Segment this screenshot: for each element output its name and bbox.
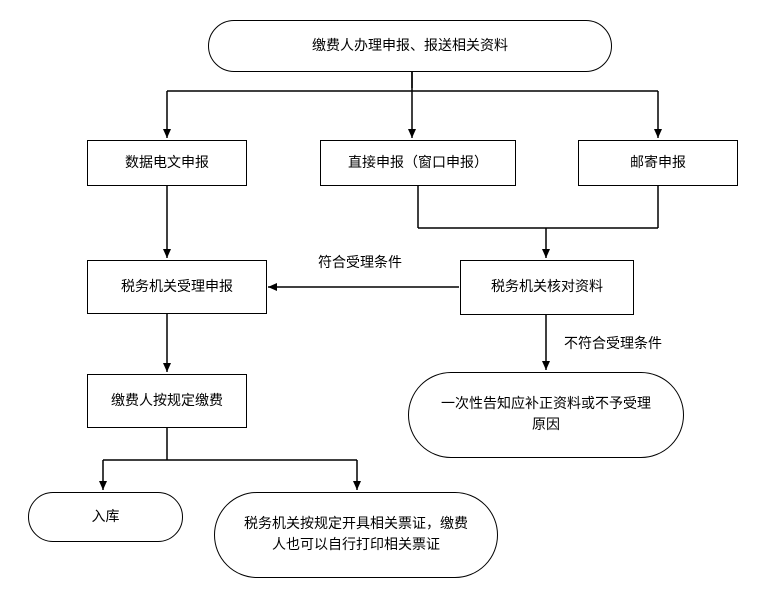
payment-box: 缴费人按规定缴费	[87, 374, 247, 428]
electronic-filing-box: 数据电文申报	[87, 140, 247, 186]
storage-node: 入库	[28, 492, 183, 542]
start-node: 缴费人办理申报、报送相关资料	[208, 20, 612, 72]
notify-node: 一次性告知应补正资料或不予受理原因	[408, 372, 684, 458]
direct-filing-box: 直接申报（窗口申报）	[320, 140, 516, 186]
not-meets-conditions-label: 不符合受理条件	[564, 336, 662, 352]
meets-conditions-label: 符合受理条件	[318, 255, 402, 271]
mail-filing-box: 邮寄申报	[578, 140, 738, 186]
verify-documents-box: 税务机关核对资料	[460, 260, 634, 315]
receipt-node: 税务机关按规定开具相关票证，缴费人也可以自行打印相关票证	[214, 492, 498, 578]
accept-filing-box: 税务机关受理申报	[87, 260, 267, 314]
